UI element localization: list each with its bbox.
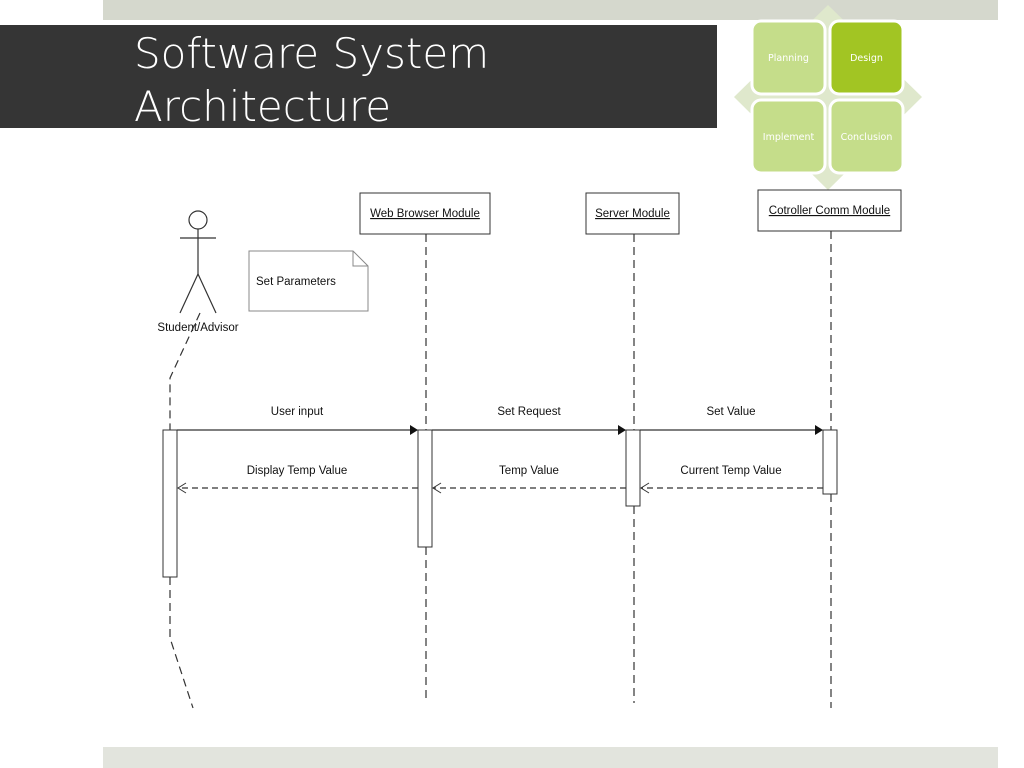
message-display-temp-value: Display Temp Value [177,465,418,494]
activation-web-browser [417,429,433,548]
open-arrowhead-icon [640,482,650,494]
nav-item-planning-label: Planning [768,53,809,64]
lifeline-controller-comm-label: Cotroller Comm Module [769,205,890,217]
message-set-value: Set Value [640,406,823,435]
message-label: Set Request [497,406,561,418]
arrowhead-icon [618,425,626,435]
message-label: Current Temp Value [680,465,781,477]
nav-item-conclusion[interactable]: Conclusion [828,98,905,175]
activation-controller-comm [822,429,838,495]
message-label: User input [271,406,324,418]
message-temp-value: Temp Value [432,465,626,494]
note-label: Set Parameters [256,276,336,288]
nav-item-design[interactable]: Design [828,19,905,96]
actor-left-leg [179,273,199,314]
slide-title: Software System Architecture [134,27,694,133]
top-decor-bar [103,0,998,20]
arrowhead-icon [410,425,418,435]
message-user-input: User input [177,406,418,435]
message-label: Temp Value [499,465,559,477]
slide-title-line1: Software System [134,29,490,78]
nav-item-implement[interactable]: Implement [750,98,827,175]
nav-matrix: Planning Design Implement Conclusion [734,5,922,190]
title-band [0,25,717,128]
actor-head-icon [188,210,208,230]
nav-item-planning[interactable]: Planning [750,19,827,96]
lifeline-server: Server Module [585,192,680,703]
message-current-temp-value: Current Temp Value [640,465,823,494]
arrowhead-icon [815,425,823,435]
message-label: Set Value [706,406,755,418]
message-set-request: Set Request [432,406,626,435]
lifeline-web-browser-label: Web Browser Module [370,208,480,220]
note-set-parameters: Set Parameters [248,250,369,312]
lifeline-controller-comm: Cotroller Comm Module [757,189,902,708]
actor-lifeline-bottom [169,577,194,709]
activation-server [625,429,641,507]
open-arrowhead-icon [432,482,442,494]
open-arrowhead-icon [177,482,187,494]
nav-item-implement-label: Implement [763,132,815,143]
actor-student-advisor [179,210,217,314]
slide-title-line2: Architecture [134,82,392,131]
lifeline-web-browser: Web Browser Module [359,192,491,703]
activation-actor [162,429,178,578]
nav-item-conclusion-label: Conclusion [841,132,893,143]
nav-item-design-label: Design [850,53,883,64]
message-label: Display Temp Value [247,465,348,477]
actor-lifeline-top [169,312,201,430]
bottom-decor-bar [103,747,998,768]
lifeline-server-label: Server Module [595,208,670,220]
actor-right-leg [197,273,217,314]
actor-label: Student/Advisor [157,322,238,334]
